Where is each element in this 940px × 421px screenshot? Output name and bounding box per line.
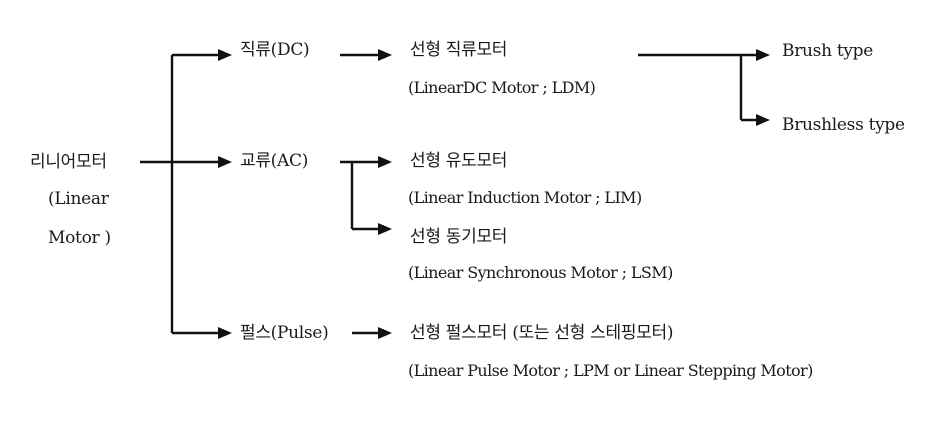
brush-arrowhead [756,49,770,61]
lim-label: 선형 유도모터 [410,151,508,171]
brush-type-label: Brush type [782,41,874,61]
lsm-arrowhead [378,223,392,235]
dc-label: 직류(DC) [240,40,310,60]
pulse-arrowhead [218,327,232,339]
ac-arrowhead [218,156,232,168]
lpm-label: 선형 펄스모터 (또는 선형 스테핑모터) [410,323,674,343]
ldm-label: 선형 직류모터 [410,40,508,60]
root-label-english-1: (Linear [48,189,109,209]
pulse-label: 펄스(Pulse) [240,323,329,343]
brushless-arrowhead [756,114,770,126]
ac-label: 교류(AC) [240,151,309,171]
brushless-type-label: Brushless type [782,115,905,135]
ldm-english-label: (LinearDC Motor ; LDM) [408,78,596,97]
lsm-label: 선형 동기모터 [410,227,508,247]
lim-english-label: (Linear Induction Motor ; LIM) [408,188,642,207]
dc-arrowhead [218,49,232,61]
ldm-arrowhead [378,49,392,61]
root-label-english-2: Motor ) [48,228,111,248]
lsm-english-label: (Linear Synchronous Motor ; LSM) [408,263,673,282]
root-label-korean: 리니어모터 [30,152,107,172]
lim-arrowhead [378,156,392,168]
lpm-arrowhead [378,327,392,339]
lpm-english-label: (Linear Pulse Motor ; LPM or Linear Step… [408,361,813,380]
